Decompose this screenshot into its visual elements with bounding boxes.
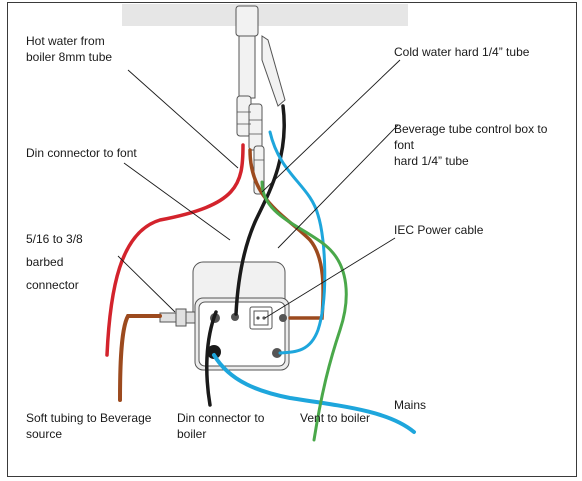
label-soft-tubing: Soft tubing to Beverage source [26,411,152,441]
label-din-connector-boiler: Din connector to boiler [177,411,265,441]
green-vent-tube [260,180,348,442]
label-mains: Mains [394,398,427,412]
right-port [279,314,287,322]
counter-top [122,4,408,26]
cold-port [272,348,282,358]
label-cold-water: Cold water hard 1/4” tube [394,45,530,59]
leader-lines [117,59,401,319]
label-iec-power: IEC Power cable [394,223,484,237]
label-din-connector-font: Din connector to font [26,146,137,160]
red-hot-water-tube [105,143,245,357]
blue-cold-water-tube [268,130,327,355]
blue-mains-tube [212,353,416,434]
black-din-cable-font [234,104,286,316]
label-barbed-connector: 5/16 to 3/8 barbed connector [26,232,83,292]
font-fittings [237,111,264,161]
barbed-connector [159,308,196,327]
din-socket-bottom [207,345,221,359]
label-vent-to-boiler: Vent to boiler [300,411,371,425]
label-hot-water: Hot water from boiler 8mm tube [26,34,113,64]
label-beverage-tube: Beverage tube control box to font hard 1… [394,122,548,168]
brown-soft-tubing [118,314,162,402]
iec-power-socket [249,306,273,330]
black-din-cable-boiler [205,310,218,407]
